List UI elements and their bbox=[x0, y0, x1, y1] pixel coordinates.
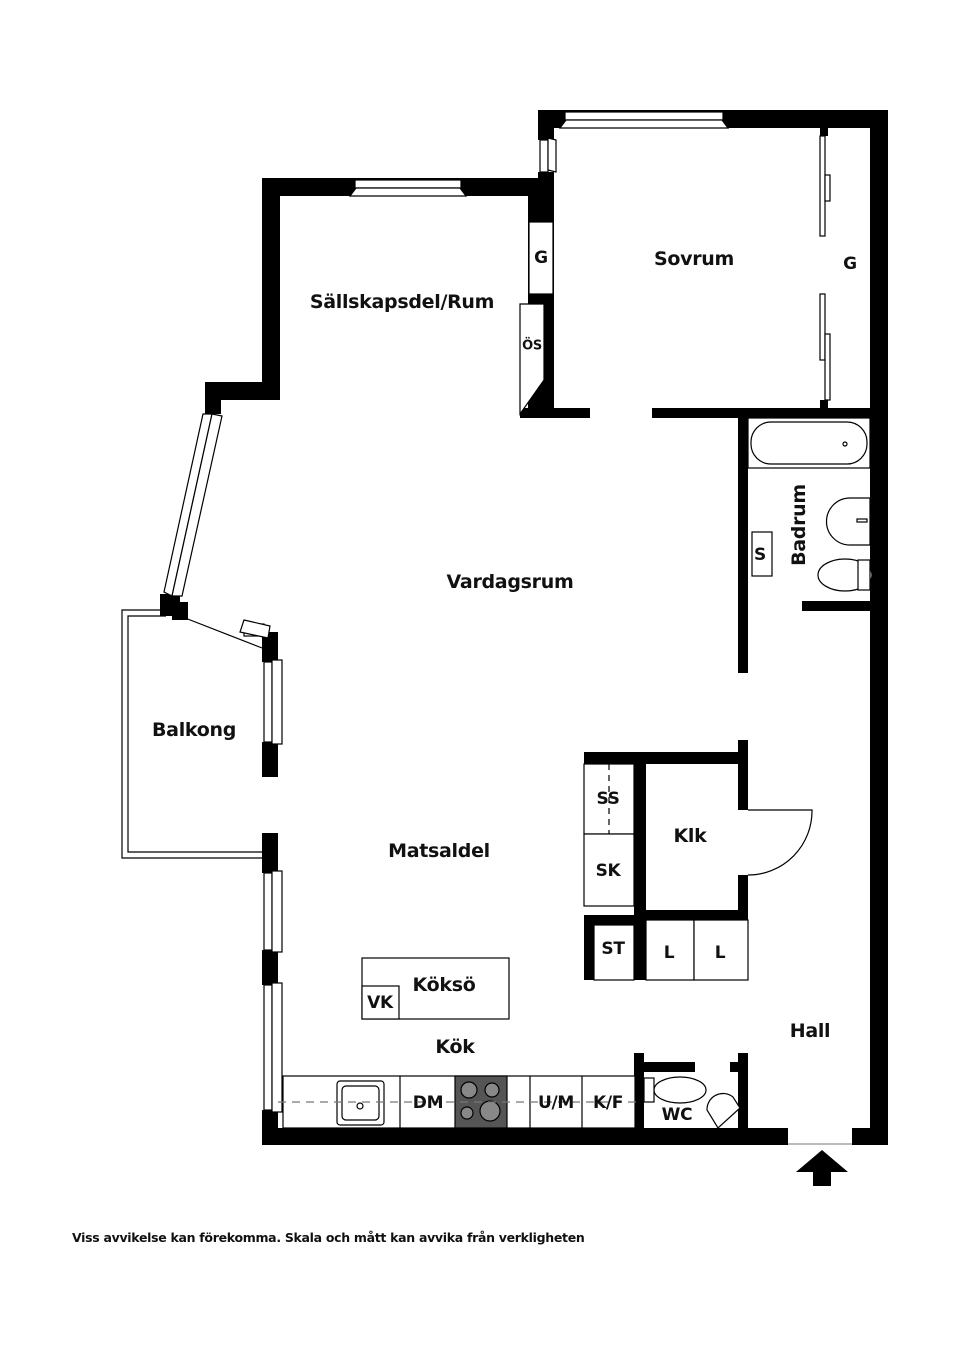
fixture-label-sk: SK bbox=[595, 861, 621, 881]
wardrobes bbox=[519, 135, 831, 981]
room-label-vardagsrum: Vardagsrum bbox=[446, 571, 574, 593]
fixture-label-garderob-left: G bbox=[534, 248, 548, 268]
room-label-matsaldel: Matsaldel bbox=[388, 840, 490, 862]
fixture-label-ss: SS bbox=[596, 789, 620, 809]
fixture-label-garderob-right: G bbox=[843, 254, 857, 274]
fixture-label-kf: K/F bbox=[592, 1093, 624, 1113]
closet-door-swing bbox=[747, 809, 813, 876]
room-label-hall: Hall bbox=[789, 1020, 831, 1042]
wc-fixtures bbox=[643, 1076, 741, 1129]
room-label-balkong: Balkong bbox=[151, 719, 237, 741]
fixture-label-vk: VK bbox=[367, 993, 393, 1013]
room-label-sallskapsdel: Sällskapsdel/Rum bbox=[309, 291, 495, 313]
balcony bbox=[121, 609, 263, 859]
room-label-sovrum: Sovrum bbox=[653, 248, 735, 270]
room-label-wc: WC bbox=[661, 1105, 693, 1125]
bathroom-fixtures bbox=[747, 417, 873, 592]
fixture-label-l2: L bbox=[714, 943, 726, 963]
windows bbox=[163, 111, 730, 1113]
fixture-label-l1: L bbox=[663, 943, 675, 963]
room-label-kokso: Köksö bbox=[412, 974, 476, 996]
fixture-label-um: U/M bbox=[537, 1093, 575, 1113]
room-label-badrum: Badrum bbox=[788, 484, 810, 566]
room-label-klk: Klk bbox=[673, 825, 707, 847]
disclaimer-text: Viss avvikelse kan förekomma. Skala och … bbox=[72, 1230, 585, 1245]
fixture-label-stadskap: S bbox=[754, 545, 766, 565]
kitchen-counter bbox=[278, 957, 640, 1129]
entrance-arrow-icon bbox=[796, 1150, 848, 1186]
fixture-label-dm: DM bbox=[412, 1093, 444, 1113]
room-label-kok: Kök bbox=[435, 1036, 475, 1058]
walls bbox=[160, 110, 888, 1145]
fixture-label-st: ST bbox=[601, 939, 625, 959]
fixture-label-ovre-skap: ÖS bbox=[522, 338, 542, 354]
